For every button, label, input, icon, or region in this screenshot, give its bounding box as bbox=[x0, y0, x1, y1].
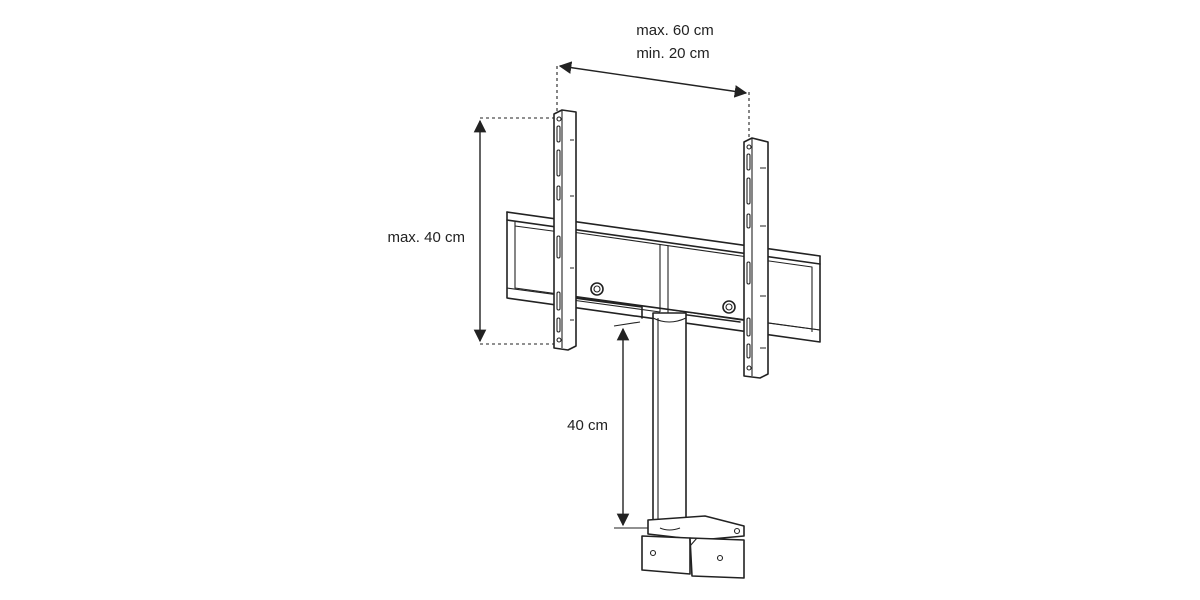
right-vertical-bracket bbox=[743, 137, 769, 379]
width-max-label: max. 60 cm bbox=[636, 22, 714, 39]
column-dimension bbox=[613, 321, 648, 529]
height-max-label: max. 40 cm bbox=[387, 229, 465, 246]
base-foot bbox=[641, 515, 745, 579]
height-dimension bbox=[473, 117, 554, 345]
column bbox=[652, 312, 687, 529]
left-vertical-bracket bbox=[553, 109, 577, 351]
column-height-label: 40 cm bbox=[567, 417, 608, 434]
width-dimension bbox=[556, 61, 750, 138]
width-min-label: min. 20 cm bbox=[636, 45, 709, 62]
